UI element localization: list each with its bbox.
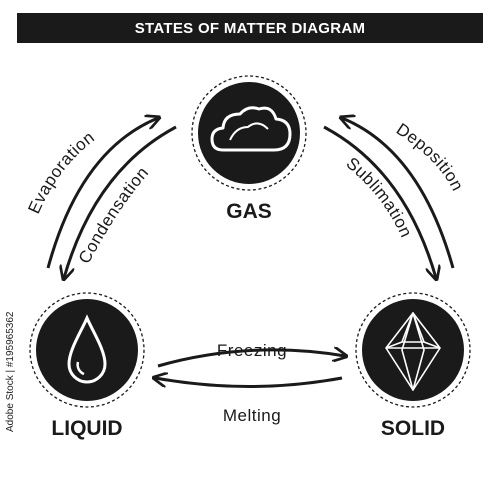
deposition-arrow	[323, 125, 436, 278]
freezing-label: Freezing	[217, 341, 287, 360]
melting-arrow	[155, 378, 343, 388]
freezing-arrow	[157, 350, 345, 368]
liquid-node: LIQUID	[29, 292, 145, 440]
evaporation-label: Evaporation	[24, 127, 98, 216]
stock-credit: Adobe Stock | #195965362	[5, 311, 16, 432]
deposition-label: Deposition	[393, 120, 467, 195]
sublimation-arrow	[342, 118, 455, 269]
diagram-title: STATES OF MATTER DIAGRAM	[17, 13, 483, 43]
condensation-arrow	[64, 125, 177, 278]
gas-node: GAS	[191, 75, 307, 223]
solid-label: SOLID	[381, 417, 445, 440]
droplet-icon	[67, 314, 107, 384]
cloud-icon	[210, 106, 292, 152]
gas-label: GAS	[226, 200, 272, 223]
melting-label: Melting	[223, 406, 281, 425]
solid-node: SOLID	[355, 292, 471, 440]
crystal-icon	[385, 312, 441, 391]
liquid-label: LIQUID	[51, 417, 122, 440]
evaporation-arrow	[46, 118, 158, 269]
